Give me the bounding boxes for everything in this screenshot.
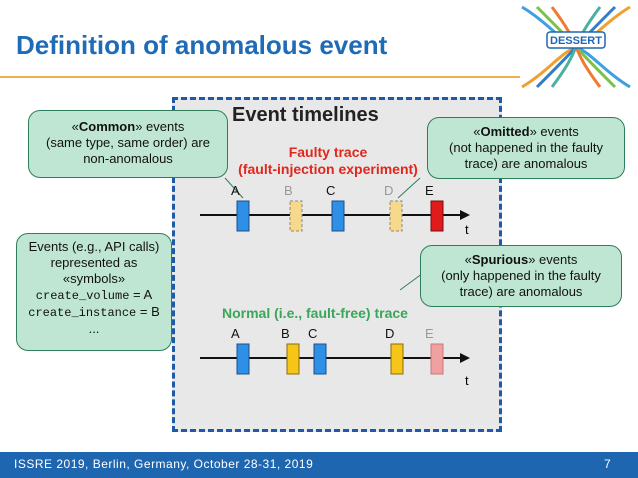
omitted-callout-line2: (not happened in the faulty bbox=[449, 140, 603, 155]
normal-axis-label: t bbox=[465, 373, 469, 388]
symbols-callout-code1: create_volume = A bbox=[35, 287, 153, 303]
spurious-callout-line2: (only happened in the faulty bbox=[441, 268, 601, 283]
faulty-axis-label: t bbox=[465, 222, 469, 237]
faulty-event-e-marker bbox=[430, 200, 444, 232]
faulty-trace-title-line2: (fault-injection experiment) bbox=[238, 161, 418, 177]
spurious-events-callout: «Spurious» events (only happened in the … bbox=[420, 245, 622, 307]
svg-text:DESSERT: DESSERT bbox=[550, 35, 602, 47]
spurious-callout-line1: «Spurious» events bbox=[464, 252, 578, 267]
normal-event-d-label: D bbox=[385, 326, 394, 341]
normal-event-a-marker bbox=[236, 343, 250, 375]
normal-event-c-label: C bbox=[308, 326, 317, 341]
faulty-event-a-marker bbox=[236, 200, 250, 232]
common-events-callout: «Common» events (same type, same order) … bbox=[28, 110, 228, 178]
normal-trace-events: A B C D E bbox=[231, 326, 444, 375]
footer-conference: ISSRE 2019, Berlin, Germany, October 28-… bbox=[14, 457, 314, 471]
normal-event-b-marker bbox=[286, 343, 300, 375]
faulty-event-b-marker bbox=[289, 200, 303, 232]
symbols-callout-line1: Events (e.g., API calls) bbox=[28, 239, 160, 254]
normal-event-d-marker bbox=[390, 343, 404, 375]
omitted-callout-pointer bbox=[397, 177, 421, 199]
footer-bar bbox=[0, 452, 638, 478]
faulty-event-d-label: D bbox=[384, 183, 393, 198]
faulty-event-a-label: A bbox=[231, 183, 240, 198]
normal-event-b-label: B bbox=[281, 326, 290, 341]
symbols-callout-code2: create_instance = B bbox=[28, 304, 160, 320]
normal-event-a-label: A bbox=[231, 326, 240, 341]
symbols-callout-line3: «symbols» bbox=[62, 271, 126, 286]
faulty-event-c-label: C bbox=[326, 183, 335, 198]
common-callout-line2: (same type, same order) are bbox=[45, 135, 210, 150]
faulty-axis-arrow bbox=[460, 210, 470, 220]
omitted-callout-line1: «Omitted» events bbox=[473, 124, 579, 139]
title-underline bbox=[0, 76, 520, 78]
faulty-trace-events: A B C D E bbox=[231, 183, 444, 232]
common-callout-line1: «Common» events bbox=[71, 119, 185, 134]
faulty-event-b-label: B bbox=[284, 183, 293, 198]
symbols-callout-ellipsis: ... bbox=[88, 321, 100, 336]
faulty-event-e-label: E bbox=[425, 183, 434, 198]
normal-event-e-label: E bbox=[425, 326, 434, 341]
faulty-trace-title-line1: Faulty trace bbox=[288, 144, 368, 160]
faulty-trace-title: Faulty trace (fault-injection experiment… bbox=[228, 144, 428, 178]
spurious-callout-line3: trace) are anomalous bbox=[459, 284, 583, 299]
normal-event-e-marker bbox=[430, 343, 444, 375]
faulty-event-d-marker bbox=[389, 200, 403, 232]
normal-axis-arrow bbox=[460, 353, 470, 363]
common-callout-pointer bbox=[224, 177, 244, 199]
normal-trace-title: Normal (i.e., fault-free) trace bbox=[222, 305, 408, 321]
page-number: 7 bbox=[604, 457, 611, 471]
common-callout-line3: non-anomalous bbox=[83, 151, 173, 166]
normal-event-c-marker bbox=[313, 343, 327, 375]
event-timelines-title: Event timelines bbox=[232, 104, 379, 126]
faulty-event-c-marker bbox=[331, 200, 345, 232]
slide-title: Definition of anomalous event bbox=[16, 30, 388, 60]
symbols-callout-line2: represented as bbox=[50, 255, 138, 270]
dessert-logo: DESSERT bbox=[521, 5, 631, 89]
symbols-callout: Events (e.g., API calls) represented as … bbox=[16, 233, 172, 351]
omitted-events-callout: «Omitted» events (not happened in the fa… bbox=[427, 117, 625, 179]
omitted-callout-line3: trace) are anomalous bbox=[464, 156, 588, 171]
